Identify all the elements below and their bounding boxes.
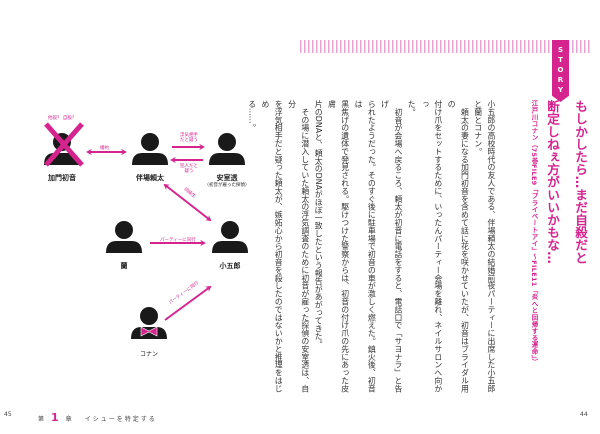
person-icon-ran [106, 221, 142, 253]
node-label-hatsune: 加門初音 [48, 174, 76, 182]
story-title: もしかしたら…まだ自殺だと 断定しねぇ方がいいかもな… [544, 100, 589, 264]
chapter-prefix: 第 [38, 416, 47, 423]
relationship-diagram [44, 122, 248, 339]
header-stripes [300, 40, 590, 53]
node-label-conan: コナン [139, 351, 159, 358]
title-line: もしかしたら…まだ自殺だと [573, 100, 588, 264]
person-icon-conan [131, 307, 167, 339]
arrow-party-conan [164, 285, 212, 321]
story-tab: STORY [552, 40, 569, 102]
arrow-classmate [163, 183, 212, 222]
node-note-amuro: （初音が雇った探偵） [204, 183, 250, 188]
body-line: 付け爪をセットするために、いったんパーティー会場を離れ、ネイルサロンへ向かっ [420, 100, 443, 393]
edge-label-party-ran: パーティーに同行 [160, 238, 196, 243]
person-icon-raita [132, 133, 168, 165]
body-line: た。 [407, 100, 417, 116]
body-line: 黒焦げの遺体で発見される。駆けつけた警察からは、初音の付け爪の先にあった皮膚 [327, 100, 350, 393]
edge-label-dead-note: 他殺？ 自殺？ [48, 116, 77, 121]
title-line: 断定しねぇ方がいいかもな… [545, 100, 560, 264]
edge-label-suspect-culprit: 犯人だと疑う [180, 164, 198, 174]
chapter-suffix: 章 [65, 416, 74, 423]
page-number-left: 45 [4, 411, 12, 418]
body-line: 小五郎の高校時代の友人である、伴場頼太の結婚前夜パーティーに出席した小五郎 [487, 100, 496, 393]
body-line: られたようだった。そのすぐ後に駐車場で初音の車が激しく燃えた。鎮火後、初音は [354, 100, 377, 393]
node-label-kogoro: 小五郎 [219, 262, 241, 270]
body-line: 頼太の妻になる加門初音を含めて話に花を咲かせていたが、初音はブライダル用の [447, 100, 470, 393]
running-footer: 第 1 章 イシューを特定する [38, 411, 157, 424]
node-label-ran: 蘭 [120, 262, 128, 270]
story-source: 江戸川コナン（75巻FILE9「プライベートアイ」〜FILE11「炎へと回帰する… [530, 100, 538, 365]
body-line: 初音が会場へ戻るころ、頼太が初音に電話をすると、電話口で「サヨナラ」と告げ [380, 100, 403, 393]
cross-mark-icon [44, 122, 84, 167]
body-line: と蘭とコナン。 [473, 100, 483, 156]
person-icon-amuro [209, 133, 245, 165]
bow-tie-icon [140, 326, 158, 337]
page-number-right: 44 [580, 411, 588, 418]
body-line: を浮気相手だと疑った頼太が、嫉妬心から初音を殺したのではないかと推理をはじめ [260, 100, 284, 393]
node-label-amuro: 安室透 [216, 174, 238, 182]
edge-label-engaged: 婚約 [100, 146, 109, 151]
node-label-raita: 伴場頼太 [136, 174, 164, 182]
chapter-number: 1 [51, 411, 61, 424]
chapter-title: イシューを特定する [84, 416, 157, 423]
person-icon-kogoro [212, 221, 248, 253]
edge-label-suspect-lover: 浮気相手だと疑う [180, 133, 198, 143]
body-line: その場に潜入していた頼太の浮気調査のために初音が雇った探偵の安室透は、自分 [287, 100, 310, 393]
body-line: 片のDNAと、頼太のDNAがほぼ一致したという報告があがってきた。 [314, 100, 324, 349]
story-body: 小五郎の高校時代の友人である、伴場頼太の結婚前夜パーティーに出席した小五郎 と蘭… [245, 100, 498, 400]
body-line: る……。 [247, 100, 257, 132]
